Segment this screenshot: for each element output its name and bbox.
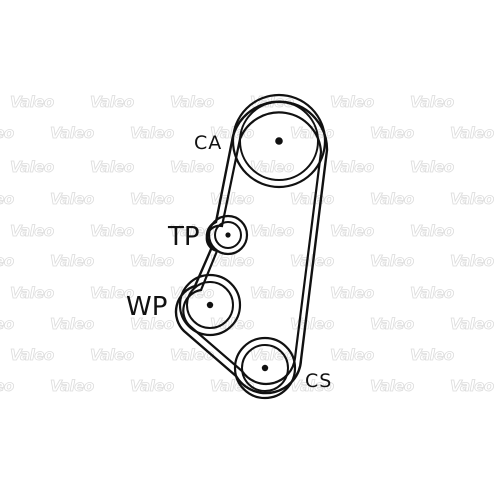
- watermark-text: Valeo: [50, 377, 94, 395]
- watermark-text: Valeo: [290, 377, 334, 395]
- valeo-watermark-pattern: ValeoValeoValeoValeoValeoValeoValeoValeo…: [0, 93, 495, 396]
- label-tp: TP: [167, 222, 200, 252]
- watermark-text: Valeo: [90, 284, 134, 302]
- watermark-text: Valeo: [250, 222, 294, 240]
- watermark-text: Valeo: [410, 93, 454, 111]
- pulley-ca-hub: [275, 137, 283, 145]
- watermark-text: Valeo: [250, 158, 294, 176]
- watermark-text: Valeo: [370, 124, 414, 142]
- pulley-wp: [178, 273, 242, 337]
- watermark-text: Valeo: [0, 124, 14, 142]
- watermark-text: Valeo: [50, 124, 94, 142]
- watermark-text: Valeo: [410, 158, 454, 176]
- watermark-text: Valeo: [0, 315, 14, 333]
- watermark-text: Valeo: [450, 124, 494, 142]
- watermark-text: Valeo: [330, 284, 374, 302]
- pulley-cs-outer-ring: [233, 336, 297, 400]
- watermark-text: Valeo: [410, 284, 454, 302]
- pulley-ca-inner-ring: [239, 101, 319, 181]
- watermark-text: Valeo: [330, 346, 374, 364]
- watermark-text: Valeo: [10, 222, 54, 240]
- watermark-text: Valeo: [450, 252, 494, 270]
- watermark-text: Valeo: [130, 377, 174, 395]
- watermark-text: Valeo: [450, 190, 494, 208]
- watermark-text: Valeo: [90, 222, 134, 240]
- watermark-text: Valeo: [210, 124, 254, 142]
- pulley-cs-inner-ring: [241, 344, 289, 392]
- watermark-text: Valeo: [410, 346, 454, 364]
- watermark-text: Valeo: [10, 158, 54, 176]
- watermark-text: Valeo: [210, 190, 254, 208]
- watermark-text: Valeo: [170, 222, 214, 240]
- pulley-ca-outer-ring: [231, 93, 327, 189]
- watermark-text: Valeo: [330, 222, 374, 240]
- watermark-text: Valeo: [290, 315, 334, 333]
- watermark-text: Valeo: [330, 93, 374, 111]
- label-ca: CA: [194, 132, 222, 154]
- watermark-text: Valeo: [90, 346, 134, 364]
- watermark-text: Valeo: [0, 190, 14, 208]
- watermark-text: Valeo: [170, 158, 214, 176]
- watermark-text: Valeo: [170, 346, 214, 364]
- pulley-wp-outer-ring: [178, 273, 242, 337]
- pulley-tp: [207, 214, 249, 256]
- watermark-text: Valeo: [130, 124, 174, 142]
- pulley-tp-hub: [225, 232, 231, 238]
- watermark-text: Valeo: [450, 315, 494, 333]
- watermark-text: Valeo: [250, 284, 294, 302]
- watermark-text: Valeo: [210, 377, 254, 395]
- watermark-text: Valeo: [50, 190, 94, 208]
- pulley-cs-hub: [261, 364, 269, 372]
- pulley-tp-inner-ring: [214, 221, 242, 249]
- pulley-cs: [233, 336, 297, 400]
- watermark-text: Valeo: [210, 252, 254, 270]
- watermark-text: Valeo: [10, 93, 54, 111]
- watermark-text: Valeo: [0, 377, 14, 395]
- belt-inner-edge: [182, 111, 323, 385]
- watermark-text: Valeo: [10, 346, 54, 364]
- watermark-text: Valeo: [250, 346, 294, 364]
- pulley-wp-inner-ring: [186, 281, 234, 329]
- watermark-text: Valeo: [50, 252, 94, 270]
- pulley-wp-hub: [206, 301, 214, 309]
- watermark-text: Valeo: [170, 93, 214, 111]
- label-cs: CS: [305, 370, 332, 392]
- label-wp: WP: [126, 292, 167, 322]
- watermark-text: Valeo: [130, 252, 174, 270]
- watermark-text: Valeo: [370, 252, 414, 270]
- pulley-ca: [231, 93, 327, 189]
- watermark-text: Valeo: [90, 93, 134, 111]
- watermark-text: Valeo: [370, 377, 414, 395]
- watermark-text: Valeo: [450, 377, 494, 395]
- watermark-text: Valeo: [10, 284, 54, 302]
- watermark-text: Valeo: [370, 190, 414, 208]
- watermark-text: Valeo: [290, 190, 334, 208]
- watermark-text: Valeo: [370, 315, 414, 333]
- watermark-text: Valeo: [90, 158, 134, 176]
- pulley-tp-outer-ring: [207, 214, 249, 256]
- watermark-text: Valeo: [130, 190, 174, 208]
- watermark-text: Valeo: [130, 315, 174, 333]
- watermark-text: Valeo: [330, 158, 374, 176]
- watermark-text: Valeo: [50, 315, 94, 333]
- watermark-text: Valeo: [410, 222, 454, 240]
- watermark-text: Valeo: [0, 252, 14, 270]
